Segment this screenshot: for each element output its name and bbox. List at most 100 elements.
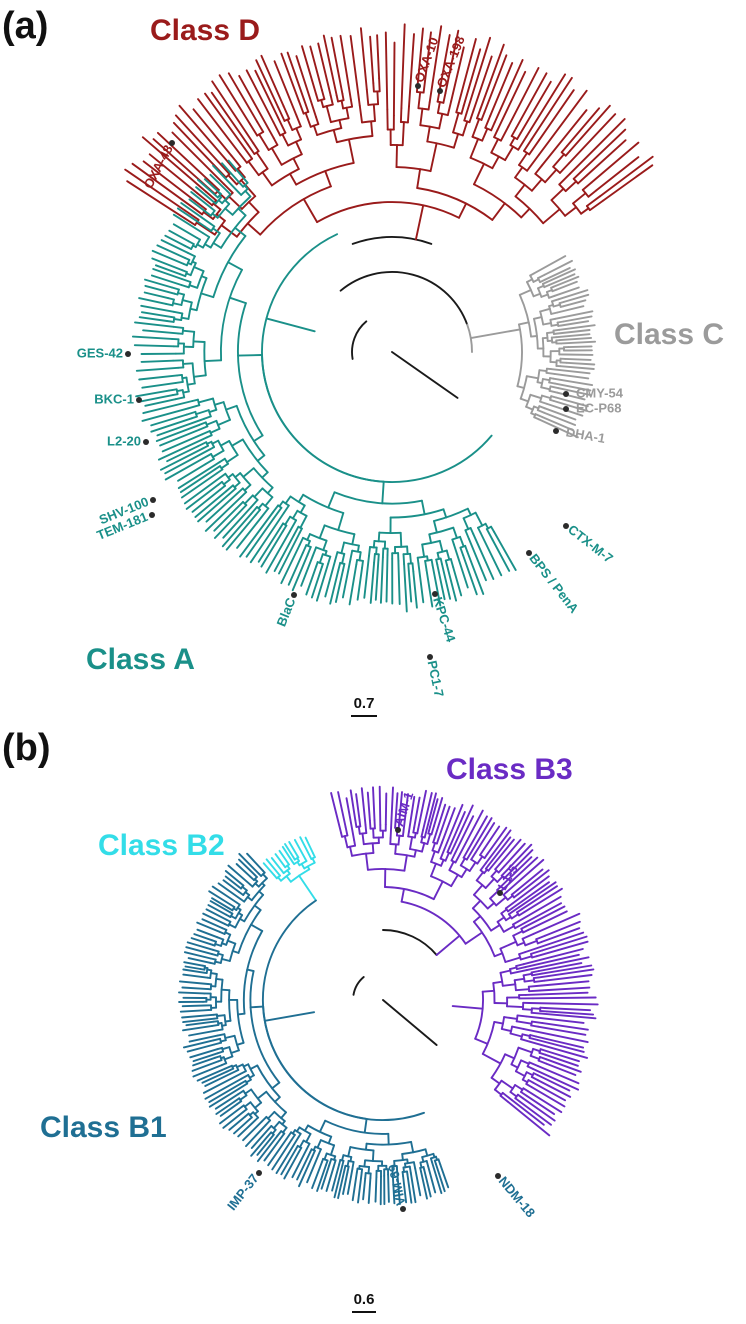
leaf-label-blac: BlaC: [273, 595, 298, 629]
leaf-label-bkc-1: BKC-1: [94, 391, 134, 406]
tree-internal-branch: [503, 1016, 519, 1020]
leaf-marker-dot: [415, 83, 421, 89]
panel-a-letter: (a): [2, 5, 48, 47]
tree-internal-branch: [528, 1036, 539, 1041]
tree-leaf-branch: [474, 822, 496, 854]
tree-leaf-branch: [505, 843, 533, 872]
tree-leaf-branch: [366, 791, 371, 822]
tree-internal-branch: [271, 1081, 281, 1090]
tree-internal-branch: [223, 199, 231, 205]
tree-internal-branch: [399, 531, 403, 548]
tree-internal-branch: [541, 378, 551, 382]
tree-internal-branch: [519, 955, 533, 961]
tree-leaf-branch: [417, 27, 424, 80]
tree-leaf-branch: [284, 843, 295, 859]
tree-internal-branch: [285, 875, 292, 883]
tree-leaf-branch: [227, 864, 251, 886]
tree-leaf-branch: [403, 563, 408, 613]
tree-node-arc: [473, 183, 523, 219]
tree-leaf-branch: [190, 937, 214, 946]
tree-leaf-branch: [535, 940, 589, 958]
tree-internal-branch: [436, 551, 440, 560]
clade-stem: [265, 317, 316, 333]
tree-node-arc: [529, 1047, 535, 1057]
tree-node-arc: [526, 281, 535, 298]
tree-leaf-branch: [452, 543, 469, 589]
panel-a-beta-lactamase-ad-tree: (a) Class D Class C Class A OXA-48OXA-10…: [2, 5, 724, 717]
tree-leaf-branch: [275, 1136, 300, 1175]
tree-leaf-branch: [224, 875, 240, 888]
tree-internal-branch: [408, 1165, 412, 1174]
tree-internal-branch: [409, 552, 412, 565]
tree-leaf-branch: [398, 791, 403, 822]
tree-node-arc: [256, 1064, 281, 1099]
tree-leaf-branch: [538, 89, 575, 142]
tree-leaf-branch: [196, 928, 219, 939]
tree-internal-branch: [399, 107, 403, 123]
tree-leaf-branch: [567, 345, 593, 349]
tree-leaf-branch: [235, 863, 252, 878]
tree-internal-branch: [427, 101, 431, 111]
tree-internal-branch: [469, 137, 480, 159]
tree-internal-branch: [510, 1063, 519, 1069]
tree-leaf-branch: [462, 48, 482, 107]
tree-leaf-branch: [260, 530, 284, 568]
tree-internal-branch: [240, 491, 248, 498]
tree-node-arc: [289, 868, 311, 883]
tree-internal-branch: [243, 147, 254, 160]
tree-leaf-branch: [424, 31, 432, 82]
tree-leaf-branch: [143, 291, 169, 300]
tree-leaf-branch: [479, 43, 505, 110]
tree-internal-branch: [500, 125, 510, 142]
tree-internal-branch: [260, 507, 270, 519]
tree-internal-branch: [372, 539, 376, 549]
tree-internal-branch: [548, 294, 556, 299]
tree-leaf-branch: [222, 879, 241, 893]
tree-node-arc: [389, 843, 400, 846]
tree-leaf-branch: [517, 869, 550, 896]
tree-internal-branch: [424, 559, 428, 572]
tree-node-arc: [280, 153, 303, 166]
tree-leaf-branch: [441, 563, 452, 600]
tree-a: [124, 23, 654, 613]
tree-internal-branch: [176, 292, 185, 296]
tree-internal-branch: [281, 133, 290, 147]
leaf-marker-dot: [427, 654, 433, 660]
tree-leaf-branch: [178, 980, 209, 985]
tree-node-arc: [393, 1158, 409, 1162]
tree-internal-branch: [540, 293, 549, 298]
tree-internal-branch: [256, 120, 265, 133]
tree-internal-branch: [282, 105, 291, 120]
tree-internal-branch: [358, 818, 362, 828]
tree-internal-branch: [450, 851, 457, 862]
tree-leaf-branch: [437, 805, 451, 840]
tree-internal-branch: [230, 1049, 240, 1054]
tree-leaf-branch: [479, 531, 503, 577]
tree-internal-branch: [260, 1115, 268, 1123]
tree-leaf-branch: [304, 836, 315, 855]
tree-leaf-branch: [505, 858, 545, 893]
tree-internal-branch: [219, 484, 227, 491]
tree-leaf-branch: [135, 366, 180, 372]
tree-internal-branch: [262, 873, 268, 880]
tree-internal-branch: [421, 543, 426, 558]
tree-leaf-branch: [224, 870, 241, 884]
tree-node-arc: [490, 1053, 507, 1079]
tree-internal-branch: [512, 930, 524, 937]
tree-leaf-branch: [394, 792, 399, 825]
tree-internal-branch: [248, 122, 259, 137]
tree-internal-branch: [213, 1041, 223, 1046]
tree-leaf-branch: [233, 1118, 251, 1135]
tree-internal-branch: [526, 153, 541, 172]
tree-internal-branch: [412, 1161, 417, 1170]
tree-internal-branch: [572, 192, 587, 205]
tree-internal-branch: [323, 1152, 328, 1161]
tree-leaf-branch: [202, 912, 226, 925]
tree-internal-branch: [394, 843, 397, 855]
tree-leaf-branch: [186, 1043, 216, 1053]
tree-internal-branch: [471, 899, 482, 910]
tree-internal-branch: [246, 222, 262, 236]
tree-internal-branch: [523, 138, 533, 152]
tree-leaf-branch: [465, 36, 492, 115]
tree-internal-branch: [249, 498, 259, 509]
